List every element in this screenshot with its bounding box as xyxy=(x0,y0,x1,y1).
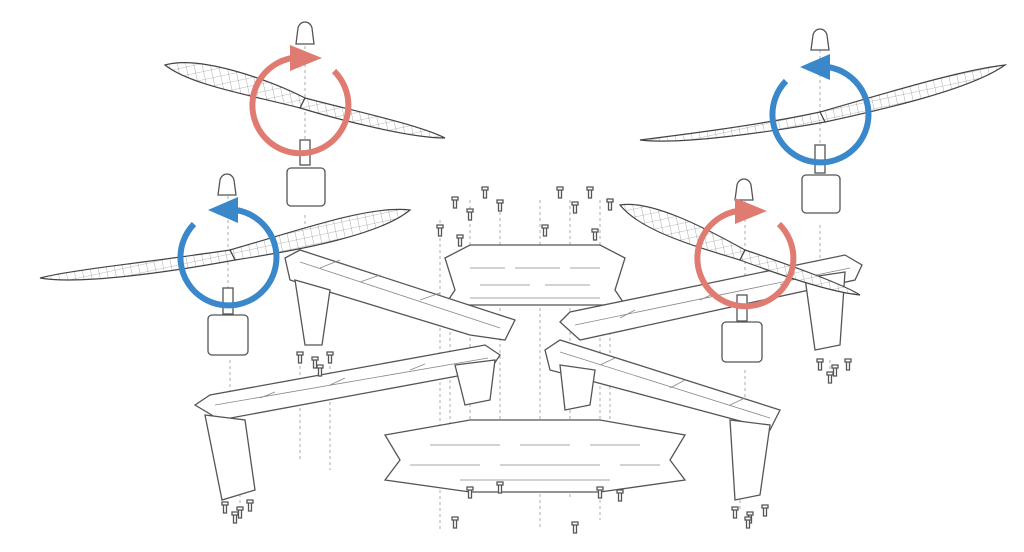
screw xyxy=(816,358,824,371)
screw xyxy=(466,486,474,499)
screw xyxy=(456,234,464,247)
top-plate xyxy=(443,244,627,306)
screw xyxy=(591,228,599,241)
screw xyxy=(844,358,852,371)
screw xyxy=(316,364,324,377)
screw xyxy=(596,486,604,499)
screw xyxy=(481,186,489,199)
rotation-arrow-clockwise-icon xyxy=(694,198,797,310)
screw xyxy=(586,186,594,199)
propeller-front-right xyxy=(618,178,861,296)
propeller-rear-right xyxy=(639,28,1008,142)
rotation-arrow-clockwise-icon xyxy=(249,45,352,157)
rotation-arrow-counterclockwise-icon xyxy=(177,197,280,309)
screw xyxy=(826,371,834,384)
bottom-plate xyxy=(383,419,687,493)
propeller-rear-left xyxy=(163,21,446,139)
motor-rear-right xyxy=(801,144,841,214)
screw xyxy=(246,499,254,512)
screw xyxy=(556,186,564,199)
arm-front-left xyxy=(193,344,501,501)
screw xyxy=(571,521,579,534)
screw xyxy=(451,196,459,209)
screw xyxy=(761,504,769,517)
screw xyxy=(326,351,334,364)
screw xyxy=(231,511,239,524)
screw xyxy=(451,516,459,529)
motor-front-left xyxy=(207,287,249,356)
screw xyxy=(436,224,444,237)
screw xyxy=(606,198,614,211)
screw xyxy=(496,481,504,494)
propeller-front-left xyxy=(39,173,412,281)
arm-rear-left xyxy=(284,249,516,346)
screw xyxy=(744,516,752,529)
screw xyxy=(221,501,229,514)
screw xyxy=(571,201,579,214)
screws xyxy=(221,186,852,534)
screw xyxy=(466,208,474,221)
screw xyxy=(541,224,549,237)
screw xyxy=(296,351,304,364)
rotation-arrow-counterclockwise-icon xyxy=(769,54,872,166)
arm-front-right xyxy=(544,339,781,501)
screw xyxy=(496,199,504,212)
screw xyxy=(731,506,739,519)
screw xyxy=(616,489,624,502)
